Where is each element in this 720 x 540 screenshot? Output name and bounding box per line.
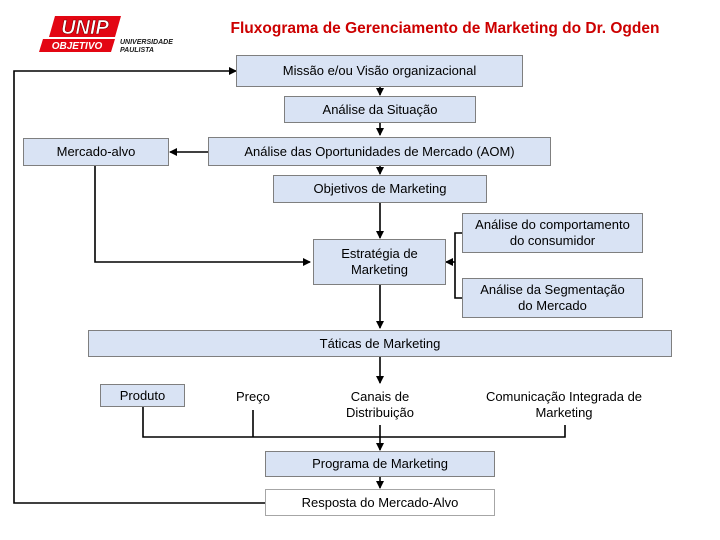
node-resposta: Resposta do Mercado-Alvo	[265, 489, 495, 516]
node-mercado-alvo-label: Mercado-alvo	[56, 144, 136, 159]
connector-mercado-estrategia	[94, 166, 311, 266]
node-produto: Produto	[100, 384, 185, 407]
node-missao: Missão e/ou Visão organizacional	[236, 55, 523, 87]
node-programa: Programa de Marketing	[265, 451, 495, 477]
unip-logo: UNIP OBJETIVO UNIVERSIDADE PAULISTA	[37, 14, 182, 56]
node-programa-label: Programa de Marketing	[312, 456, 448, 471]
page-title: Fluxograma de Gerenciamento de Marketing…	[230, 20, 660, 37]
feedback-line	[13, 67, 265, 504]
node-aom: Análise das Oportunidades de Mercado (AO…	[208, 137, 551, 166]
node-mercado-alvo: Mercado-alvo	[23, 138, 169, 166]
node-estrategia: Estratégia de Marketing	[313, 239, 446, 285]
node-analise-situacao: Análise da Situação	[284, 96, 476, 123]
node-objetivos-label: Objetivos de Marketing	[313, 181, 447, 196]
node-objetivos: Objetivos de Marketing	[273, 175, 487, 203]
node-comportamento: Análise do comportamento do consumidor	[462, 213, 643, 253]
node-estrategia-label: Estratégia de Marketing	[341, 246, 418, 277]
node-canais-label: Canais de Distribuição	[346, 388, 414, 420]
node-segmentacao: Análise da Segmentação do Mercado	[462, 278, 643, 318]
node-aom-label: Análise das Oportunidades de Mercado (AO…	[244, 143, 515, 159]
node-comportamento-label: Análise do comportamento do consumidor	[475, 217, 630, 248]
node-comunicacao: Comunicação Integrada de Marketing	[465, 384, 663, 425]
logo-main-text: UNIP	[61, 17, 109, 39]
node-canais: Canais de Distribuição	[320, 384, 440, 425]
node-preco: Preço	[212, 384, 294, 410]
node-comunicacao-label: Comunicação Integrada de Marketing	[485, 388, 643, 420]
node-taticas-label: Táticas de Marketing	[319, 335, 441, 351]
node-taticas: Táticas de Marketing	[88, 330, 672, 357]
node-preco-label: Preço	[236, 389, 270, 404]
node-resposta-label: Resposta do Mercado-Alvo	[301, 494, 459, 510]
node-segmentacao-label: Análise da Segmentação do Mercado	[480, 282, 625, 313]
logo-sub-text: OBJETIVO	[52, 41, 103, 52]
connector-analises-estrategia	[454, 232, 462, 299]
logo-side-line1: UNIVERSIDADE	[120, 39, 173, 46]
node-produto-label: Produto	[119, 387, 166, 403]
unip-logo-graphic: UNIP OBJETIVO UNIVERSIDADE PAULISTA	[39, 16, 173, 54]
logo-side-line2: PAULISTA	[120, 47, 154, 54]
connector-ps-bracket	[142, 407, 566, 438]
node-missao-label: Missão e/ou Visão organizacional	[282, 63, 477, 78]
node-analise-situacao-label: Análise da Situação	[322, 101, 438, 117]
